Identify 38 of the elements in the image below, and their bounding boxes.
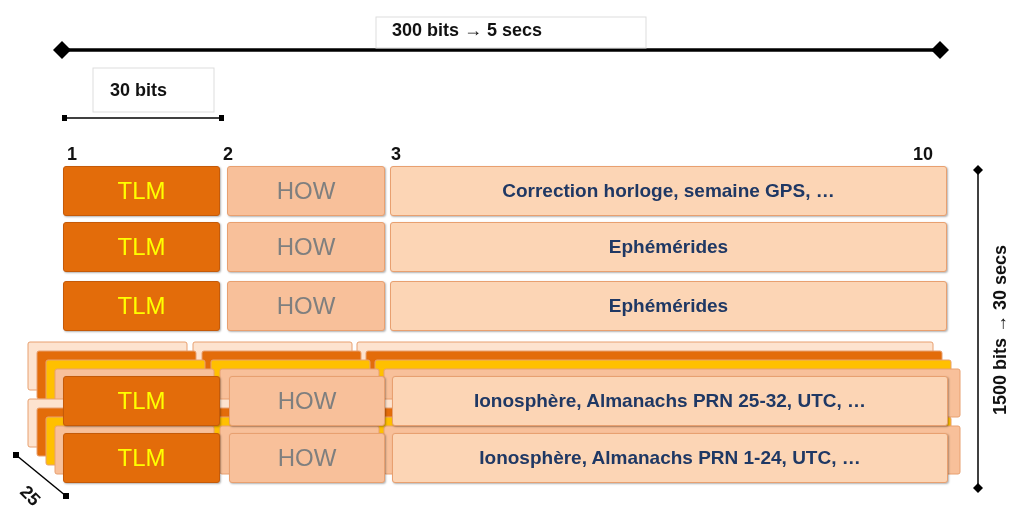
- field-label: Ephémérides: [608, 236, 729, 258]
- field-label: HOW: [277, 387, 337, 415]
- field-label: TLM: [117, 292, 166, 320]
- field-label: HOW: [276, 292, 336, 320]
- tlm-word-box: [63, 376, 220, 426]
- field-label: TLM: [117, 233, 166, 261]
- how-word-box: [227, 281, 385, 331]
- dimension-label: 30 bits: [110, 80, 168, 101]
- data-words-box: [390, 166, 947, 216]
- field-label: Correction horloge, semaine GPS, …: [502, 180, 835, 202]
- tlm-word-box: [63, 222, 220, 272]
- data-words-box: [390, 281, 947, 331]
- data-words-box: [392, 433, 948, 483]
- how-word-box: [229, 433, 385, 483]
- word-number: 1: [67, 144, 77, 165]
- field-label: TLM: [117, 177, 166, 205]
- field-label: HOW: [276, 177, 336, 205]
- data-words-box: [390, 222, 947, 272]
- how-word-box: [227, 222, 385, 272]
- dimension-label: 1500 bits → 30 secs: [989, 244, 1011, 416]
- how-word-box: [229, 376, 385, 426]
- field-label: Ionosphère, Almanachs PRN 1-24, UTC, …: [479, 447, 861, 469]
- tlm-word-box: [63, 281, 220, 331]
- field-label: HOW: [276, 233, 336, 261]
- field-label: Ephémérides: [608, 295, 729, 317]
- word-number: 10: [913, 144, 934, 165]
- word-number: 2: [223, 144, 233, 165]
- field-label: TLM: [117, 444, 166, 472]
- field-label: TLM: [117, 387, 166, 415]
- field-label: HOW: [277, 444, 337, 472]
- dimension-label: 25: [15, 481, 45, 509]
- how-word-box: [227, 166, 385, 216]
- tlm-word-box: [63, 433, 220, 483]
- word-number: 3: [391, 144, 401, 165]
- data-words-box: [392, 376, 948, 426]
- tlm-word-box: [63, 166, 220, 216]
- field-label: Ionosphère, Almanachs PRN 25-32, UTC, …: [473, 390, 867, 412]
- dimension-label: 300 bits → 5 secs: [392, 20, 543, 41]
